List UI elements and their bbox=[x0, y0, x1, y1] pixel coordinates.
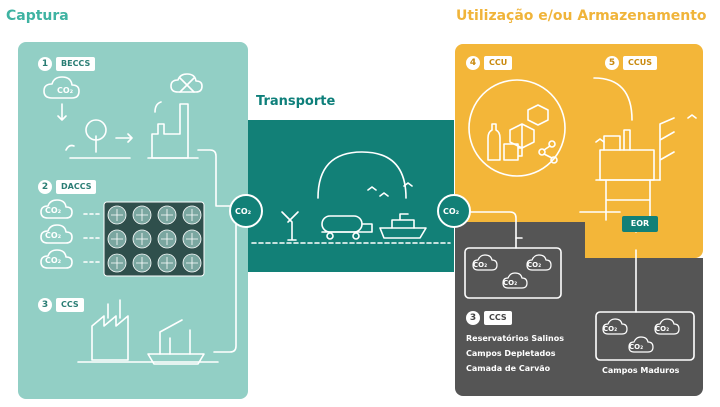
storage-co2-label-1: CO₂ bbox=[473, 261, 488, 269]
mug-icon bbox=[503, 143, 523, 161]
ccus-number: 5 bbox=[605, 56, 619, 70]
dac-fan-blade bbox=[186, 233, 198, 245]
daccs-label: DACCS bbox=[56, 180, 97, 194]
daccs-number: 2 bbox=[38, 180, 52, 194]
ship-icon bbox=[379, 213, 427, 239]
storage-co2-label-3: CO₂ bbox=[503, 279, 518, 287]
storage-depleted-fields: Campos Depletados bbox=[466, 349, 556, 358]
dac-fan-blade bbox=[111, 209, 123, 221]
storage-co2-label-2: CO₂ bbox=[527, 261, 542, 269]
beccs-label: BECCS bbox=[56, 57, 96, 71]
ccu-circle bbox=[468, 79, 566, 177]
mature-fields-panel bbox=[585, 258, 703, 396]
dac-fan-blade bbox=[111, 233, 123, 245]
eor-badge: EOR bbox=[622, 216, 658, 232]
dac-fan-blade bbox=[186, 209, 198, 221]
ccu-panel bbox=[455, 44, 585, 222]
storage-coal-seam: Camada de Carvão bbox=[466, 364, 551, 373]
dac-fan-blade bbox=[186, 257, 198, 269]
dac-fan-blade bbox=[136, 209, 148, 221]
ccu-number: 4 bbox=[466, 56, 480, 70]
molecule-icon bbox=[538, 140, 558, 164]
birds-icon-2 bbox=[595, 114, 697, 143]
ccus-arc bbox=[593, 77, 633, 121]
dac-fan-blade bbox=[161, 257, 173, 269]
daccs-cloud-icon-1 bbox=[40, 199, 73, 219]
capture-heading: Captura bbox=[6, 8, 69, 24]
beccs-co2-label: CO₂ bbox=[57, 86, 74, 95]
storage-cloud-icon-2 bbox=[526, 254, 552, 271]
field-cloud-icon-1 bbox=[602, 318, 628, 335]
oil-platform-icon bbox=[595, 117, 675, 221]
bio-power-plant-icon bbox=[147, 73, 203, 159]
daccs-cloud-icon-3 bbox=[40, 249, 73, 269]
daccs-co2-label-1: CO₂ bbox=[45, 206, 62, 215]
ccs-storage-label: CCS bbox=[484, 311, 512, 325]
beccs-number: 1 bbox=[38, 57, 52, 71]
mature-fields-outline bbox=[595, 311, 695, 361]
storage-cloud-icon-1 bbox=[472, 254, 498, 271]
dac-fan-blade bbox=[136, 257, 148, 269]
field-co2-label-2: CO₂ bbox=[655, 325, 670, 333]
daccs-co2-label-3: CO₂ bbox=[45, 256, 62, 265]
field-cloud-icon-2 bbox=[654, 318, 680, 335]
mature-fields-label: Campos Maduros bbox=[602, 366, 680, 375]
storage-panel bbox=[455, 222, 585, 396]
saline-reservoir-outline bbox=[464, 247, 562, 299]
capture-co2-hub bbox=[229, 194, 263, 228]
industrial-plant-icon bbox=[77, 299, 219, 363]
transport-co2-hub bbox=[437, 194, 471, 228]
ccus-label: CCUS bbox=[623, 56, 657, 70]
bottle-icon bbox=[487, 123, 501, 161]
boxes-icon bbox=[509, 104, 549, 149]
ccu-label: CCU bbox=[484, 56, 513, 70]
birds-icon bbox=[367, 182, 413, 197]
ccs-capture-number: 3 bbox=[38, 298, 52, 312]
beccs-cloud-icon bbox=[43, 76, 80, 99]
ccs-capture-label: CCS bbox=[56, 298, 84, 312]
transport-heading: Transporte bbox=[256, 94, 336, 109]
tree-icon bbox=[65, 119, 131, 159]
ship-crane-icon bbox=[147, 319, 205, 365]
transport-arc bbox=[317, 151, 407, 199]
utilization-heading: Utilização e/ou Armazenamento bbox=[456, 8, 707, 24]
dac-fan-grid bbox=[103, 201, 205, 277]
dac-fan-blade bbox=[111, 257, 123, 269]
ccs-storage-number: 3 bbox=[466, 311, 480, 325]
field-co2-label-3: CO₂ bbox=[629, 343, 644, 351]
down-arrow-icon bbox=[57, 103, 67, 121]
pipeline-valve-icon bbox=[281, 211, 299, 241]
capture-hub-co2-label: CO₂ bbox=[235, 207, 252, 216]
tanker-truck-icon bbox=[321, 215, 373, 240]
storage-saline-reservoirs: Reservatórios Salinos bbox=[466, 334, 564, 343]
field-co2-label-1: CO₂ bbox=[603, 325, 618, 333]
daccs-cloud-icon-2 bbox=[40, 224, 73, 244]
field-cloud-icon-3 bbox=[628, 336, 654, 353]
transport-hub-co2-label: CO₂ bbox=[443, 207, 460, 216]
right-arrow-icon bbox=[115, 133, 133, 143]
storage-cloud-icon-3 bbox=[502, 272, 528, 289]
dac-fan-blade bbox=[161, 209, 173, 221]
daccs-co2-label-2: CO₂ bbox=[45, 231, 62, 240]
dac-fan-blade bbox=[161, 233, 173, 245]
dac-fan-blade bbox=[136, 233, 148, 245]
transport-panel bbox=[248, 120, 454, 272]
